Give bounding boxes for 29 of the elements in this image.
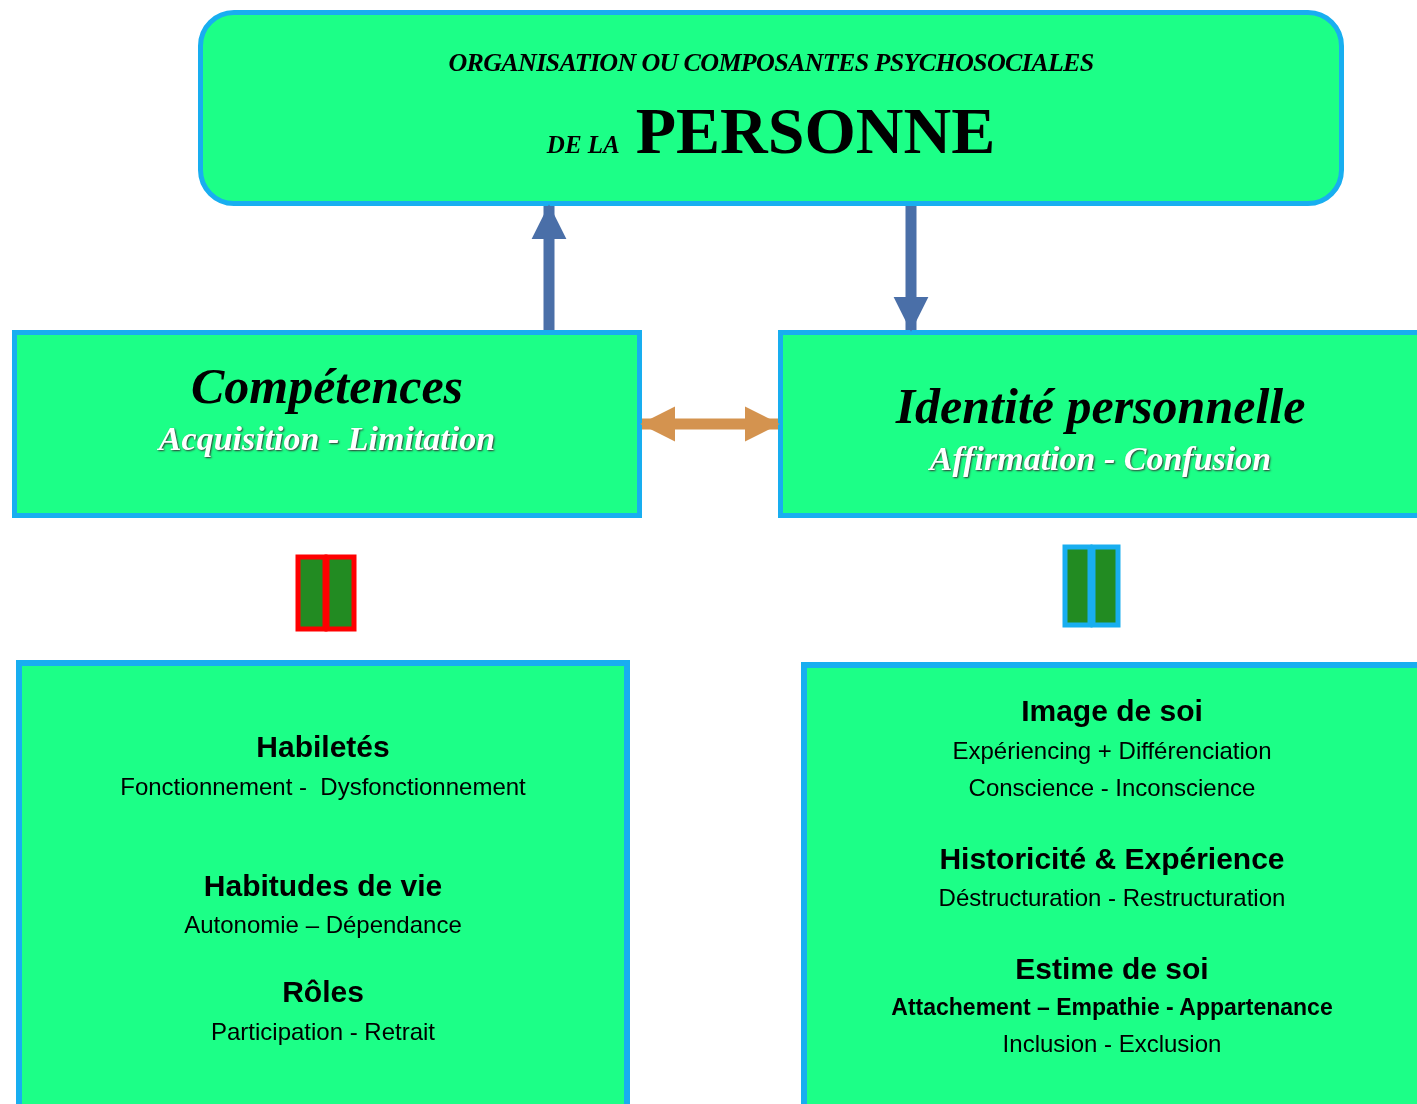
description-text: Autonomie – Dépendance [184, 910, 462, 940]
description-text: Déstructuration - Restructuration [938, 883, 1286, 913]
section-heading: Image de soi [1021, 693, 1203, 729]
subheading-text: Acquisition - Limitation [158, 418, 496, 459]
description-text: Inclusion - Exclusion [1002, 1029, 1222, 1060]
heading-text: ORGANISATION OU COMPOSANTES PSYCHOSOCIALES [448, 47, 1094, 79]
section-heading: Habitudes de vie [203, 867, 443, 904]
concept-box [12, 330, 642, 518]
description-text: Attachement – Empathie - Appartenance [891, 992, 1333, 1022]
title-box [198, 10, 1344, 206]
concept-box [16, 660, 630, 1104]
heading-text: Identité personnelle [895, 377, 1306, 436]
heading-text: Compétences [190, 357, 464, 416]
description-text: Participation - Retrait [210, 1016, 436, 1047]
subheading-text: Affirmation - Confusion [929, 438, 1272, 479]
section-heading: Historicité & Expérience [939, 840, 1285, 877]
title-text: PERSONNE [635, 98, 996, 164]
section-heading: Habiletés [256, 729, 390, 765]
arrow [893, 206, 929, 332]
description-text: Conscience - Inconscience [968, 772, 1256, 803]
concept-box [801, 662, 1417, 1104]
section-heading: Estime de soi [1015, 951, 1209, 987]
description-text: Expériencing + Différenciation [952, 735, 1272, 766]
arrow [531, 204, 567, 330]
arrow [640, 406, 780, 442]
description-text: Fonctionnement - Dysfonctionnement [120, 771, 526, 802]
section-heading: Rôles [282, 974, 364, 1010]
concept-box [778, 330, 1417, 518]
heading-text: DE LA [546, 130, 620, 160]
